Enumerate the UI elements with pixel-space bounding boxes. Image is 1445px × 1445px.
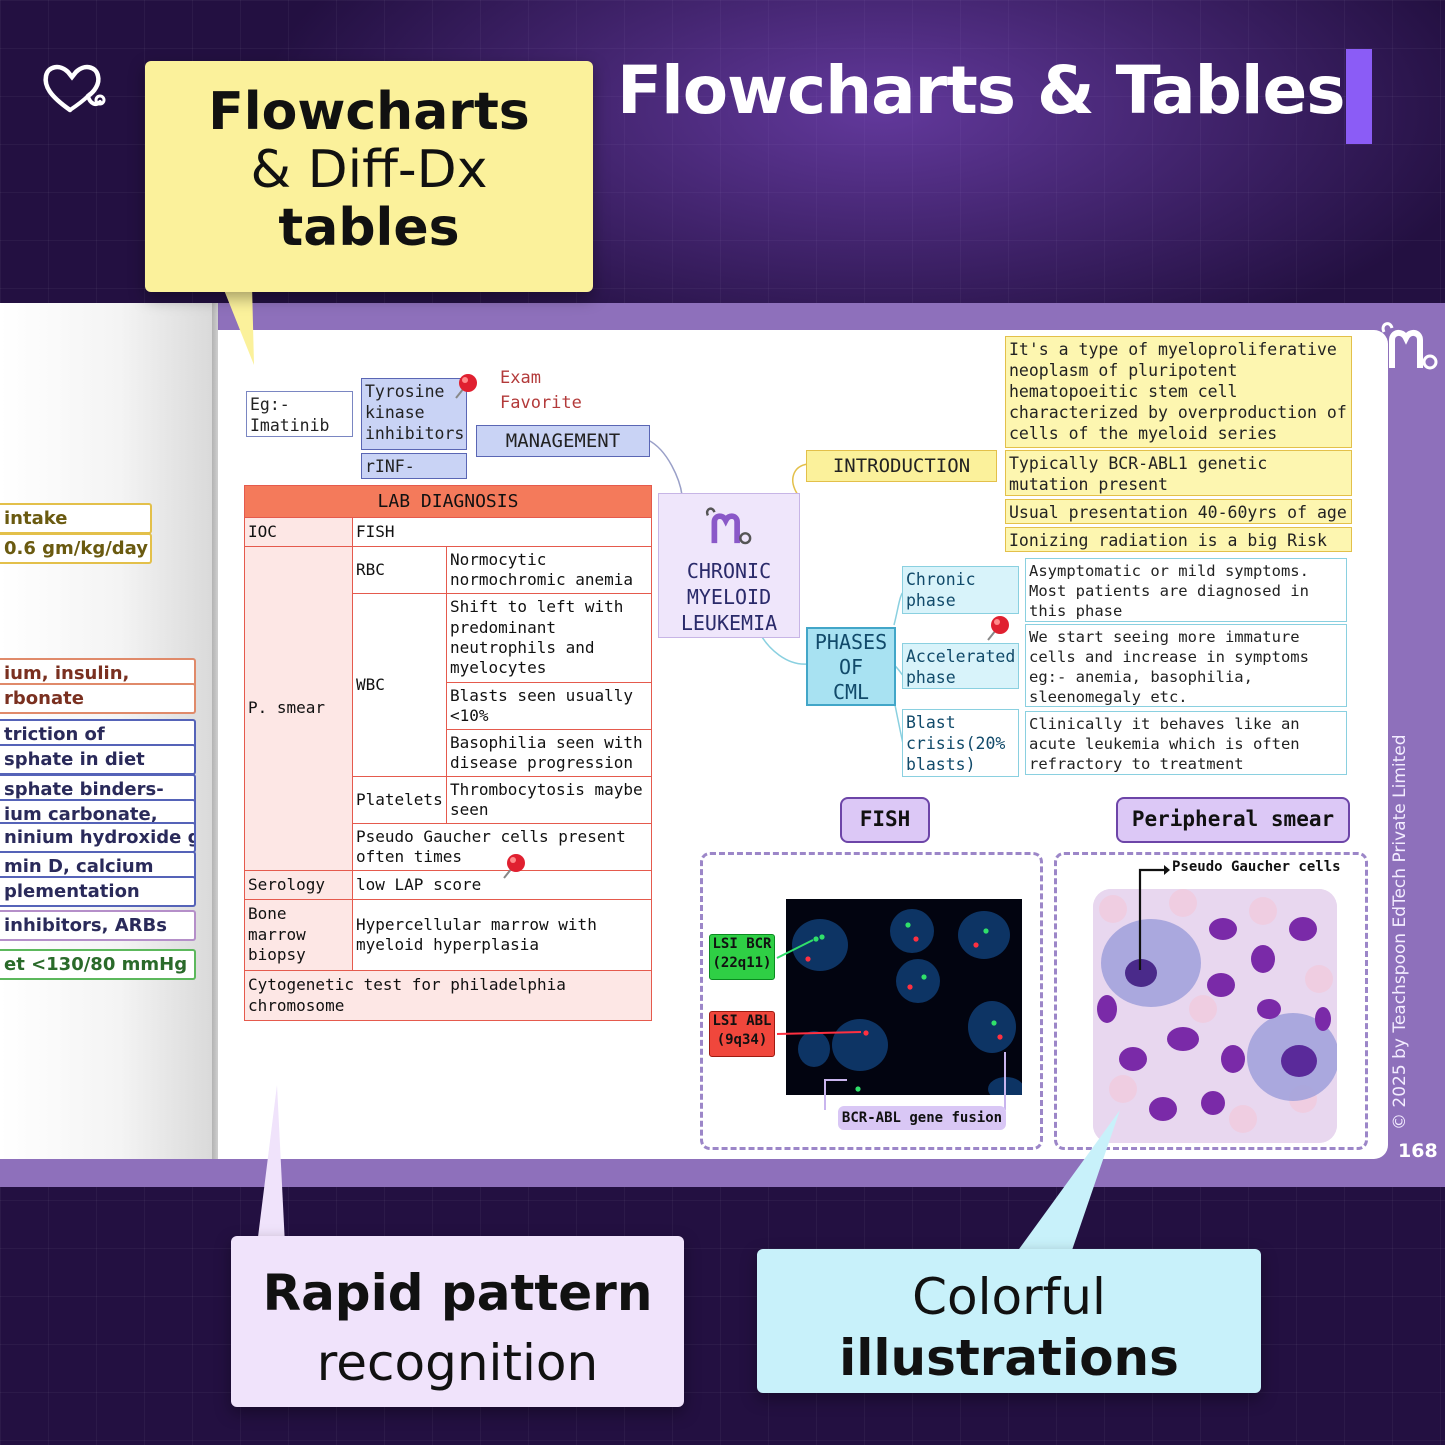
left-page-fragment: sphate in diet — [0, 744, 196, 776]
smear-cells-illustration — [1093, 889, 1337, 1143]
phase-chronic-desc: Asymptomatic or mild symptoms. Most pati… — [1025, 558, 1347, 622]
left-page-fragment: inhibitors, ARBs — [0, 910, 196, 942]
exam-favorite-label: Exam Favorite — [500, 368, 582, 413]
lsi-abl-tag: LSI ABL(9q34) — [709, 1011, 775, 1057]
pseudo-gaucher-label: Pseudo Gaucher cells — [1172, 859, 1341, 875]
introduction-label: INTRODUCTION — [806, 450, 997, 482]
phase-blast-desc: Clinically it behaves like an acute leuk… — [1025, 711, 1347, 775]
bcr-abl-fusion-tag: BCR-ABL gene fusion — [838, 1106, 1006, 1130]
intro-point-2: Typically BCR-ABL1 genetic mutation pres… — [1005, 450, 1352, 496]
left-page-fragment: et <130/80 mmHg — [0, 949, 196, 981]
platelets-value: Thrombocytosis maybe seen — [446, 776, 652, 824]
marrow-value: Hypercellular marrow with myeloid hyperp… — [352, 899, 652, 971]
wbc-finding-3: Basophilia seen with disease progression — [446, 729, 652, 777]
pushpin-icon — [503, 854, 525, 879]
left-page-fragment: intake — [0, 503, 152, 535]
rbc-value: Normocytic normochromic anemia — [446, 546, 652, 594]
lab-title: LAB DIAGNOSIS — [244, 485, 652, 518]
intro-point-3: Usual presentation 40-60yrs of age — [1005, 499, 1352, 524]
wbc-finding-1: Shift to left with predominant neutrophi… — [446, 593, 652, 683]
intro-point-4: Ionizing radiation is a big Risk factor — [1005, 527, 1352, 552]
callout-flowcharts: Flowcharts & Diff-Dx tables — [145, 61, 593, 292]
cytogenetic-test: Cytogenetic test for philadelphia chromo… — [244, 970, 652, 1021]
wbc-label: WBC — [352, 593, 447, 777]
phases-label: PHASES OF CML — [806, 627, 896, 706]
fish-title: FISH — [840, 797, 930, 843]
book-spine — [212, 303, 220, 1159]
smear-micrograph — [1093, 889, 1337, 1143]
phase-accelerated-desc: We start seeing more immature cells and … — [1025, 624, 1347, 707]
cml-center-node: CHRONIC MYELOID LEUKEMIA — [658, 493, 800, 638]
peripheral-smear-title: Peripheral smear — [1116, 797, 1350, 843]
management-label: MANAGEMENT — [476, 425, 650, 457]
smear-frame — [1054, 852, 1368, 1150]
pushpin-icon — [987, 616, 1009, 641]
lsi-bcr-tag: LSI BCR(22q11) — [709, 934, 775, 980]
ioc-value: FISH — [352, 517, 652, 547]
left-page-fragment: ninium hydroxide gel — [0, 822, 196, 854]
rinf-alpha: rINF-alpha — [361, 453, 467, 479]
marrow-label: Bone marrow biopsy — [244, 899, 353, 971]
page-number: 168 — [1398, 1140, 1438, 1162]
left-page-fragment: 0.6 gm/kg/day — [0, 533, 152, 565]
heart-stethoscope-icon — [43, 64, 106, 113]
yellow-callout-pointer — [222, 285, 254, 365]
left-page-fragment: rbonate — [0, 683, 196, 715]
example-imatinib: Eg:- Imatinib — [246, 391, 353, 437]
callout-rapid-pattern: Rapid pattern recognition — [231, 1236, 684, 1407]
ioc-label: IOC — [244, 517, 353, 547]
intro-point-1: It's a type of myeloproliferative neopla… — [1005, 336, 1352, 448]
wbc-finding-2: Blasts seen usually <10% — [446, 682, 652, 730]
page-title: Flowcharts & Tables — [617, 52, 1346, 129]
lilac-callout-pointer — [257, 1085, 285, 1245]
brand-mark-icon — [705, 507, 752, 545]
fish-micrograph — [786, 899, 1022, 1095]
tyrosine-kinase-inhibitors: Tyrosine kinase inhibitors — [361, 378, 467, 450]
brand-mark-icon — [1381, 322, 1438, 370]
lab-diagnosis-table: LAB DIAGNOSIS IOC FISH P. smear RBC Norm… — [244, 485, 652, 1021]
pushpin-icon — [455, 374, 477, 399]
phase-chronic: Chronic phase — [902, 566, 1019, 614]
title-accent-bar — [1346, 49, 1372, 144]
platelets-label: Platelets — [352, 776, 447, 824]
copyright-notice: © 2025 by Teachspoon EdTech Private Limi… — [1390, 734, 1410, 1130]
left-page-fragment: plementation — [0, 876, 196, 908]
fish-pointer-arrows — [776, 939, 1006, 1110]
pseudo-gaucher-finding: Pseudo Gaucher cells present often times — [352, 823, 652, 871]
fish-frame — [700, 852, 1043, 1150]
phase-accelerated: Accelerated phase — [902, 643, 1019, 689]
rbc-label: RBC — [352, 546, 447, 594]
serology-label: Serology — [244, 870, 353, 900]
phase-blast-crisis: Blast crisis(20% blasts) — [902, 709, 1019, 777]
psmear-label: P. smear — [244, 546, 353, 871]
cyan-callout-pointer — [1014, 1110, 1120, 1256]
smear-pointer-arrow — [1138, 865, 1170, 970]
callout-colorful-illustrations: Colorful illustrations — [757, 1249, 1261, 1393]
